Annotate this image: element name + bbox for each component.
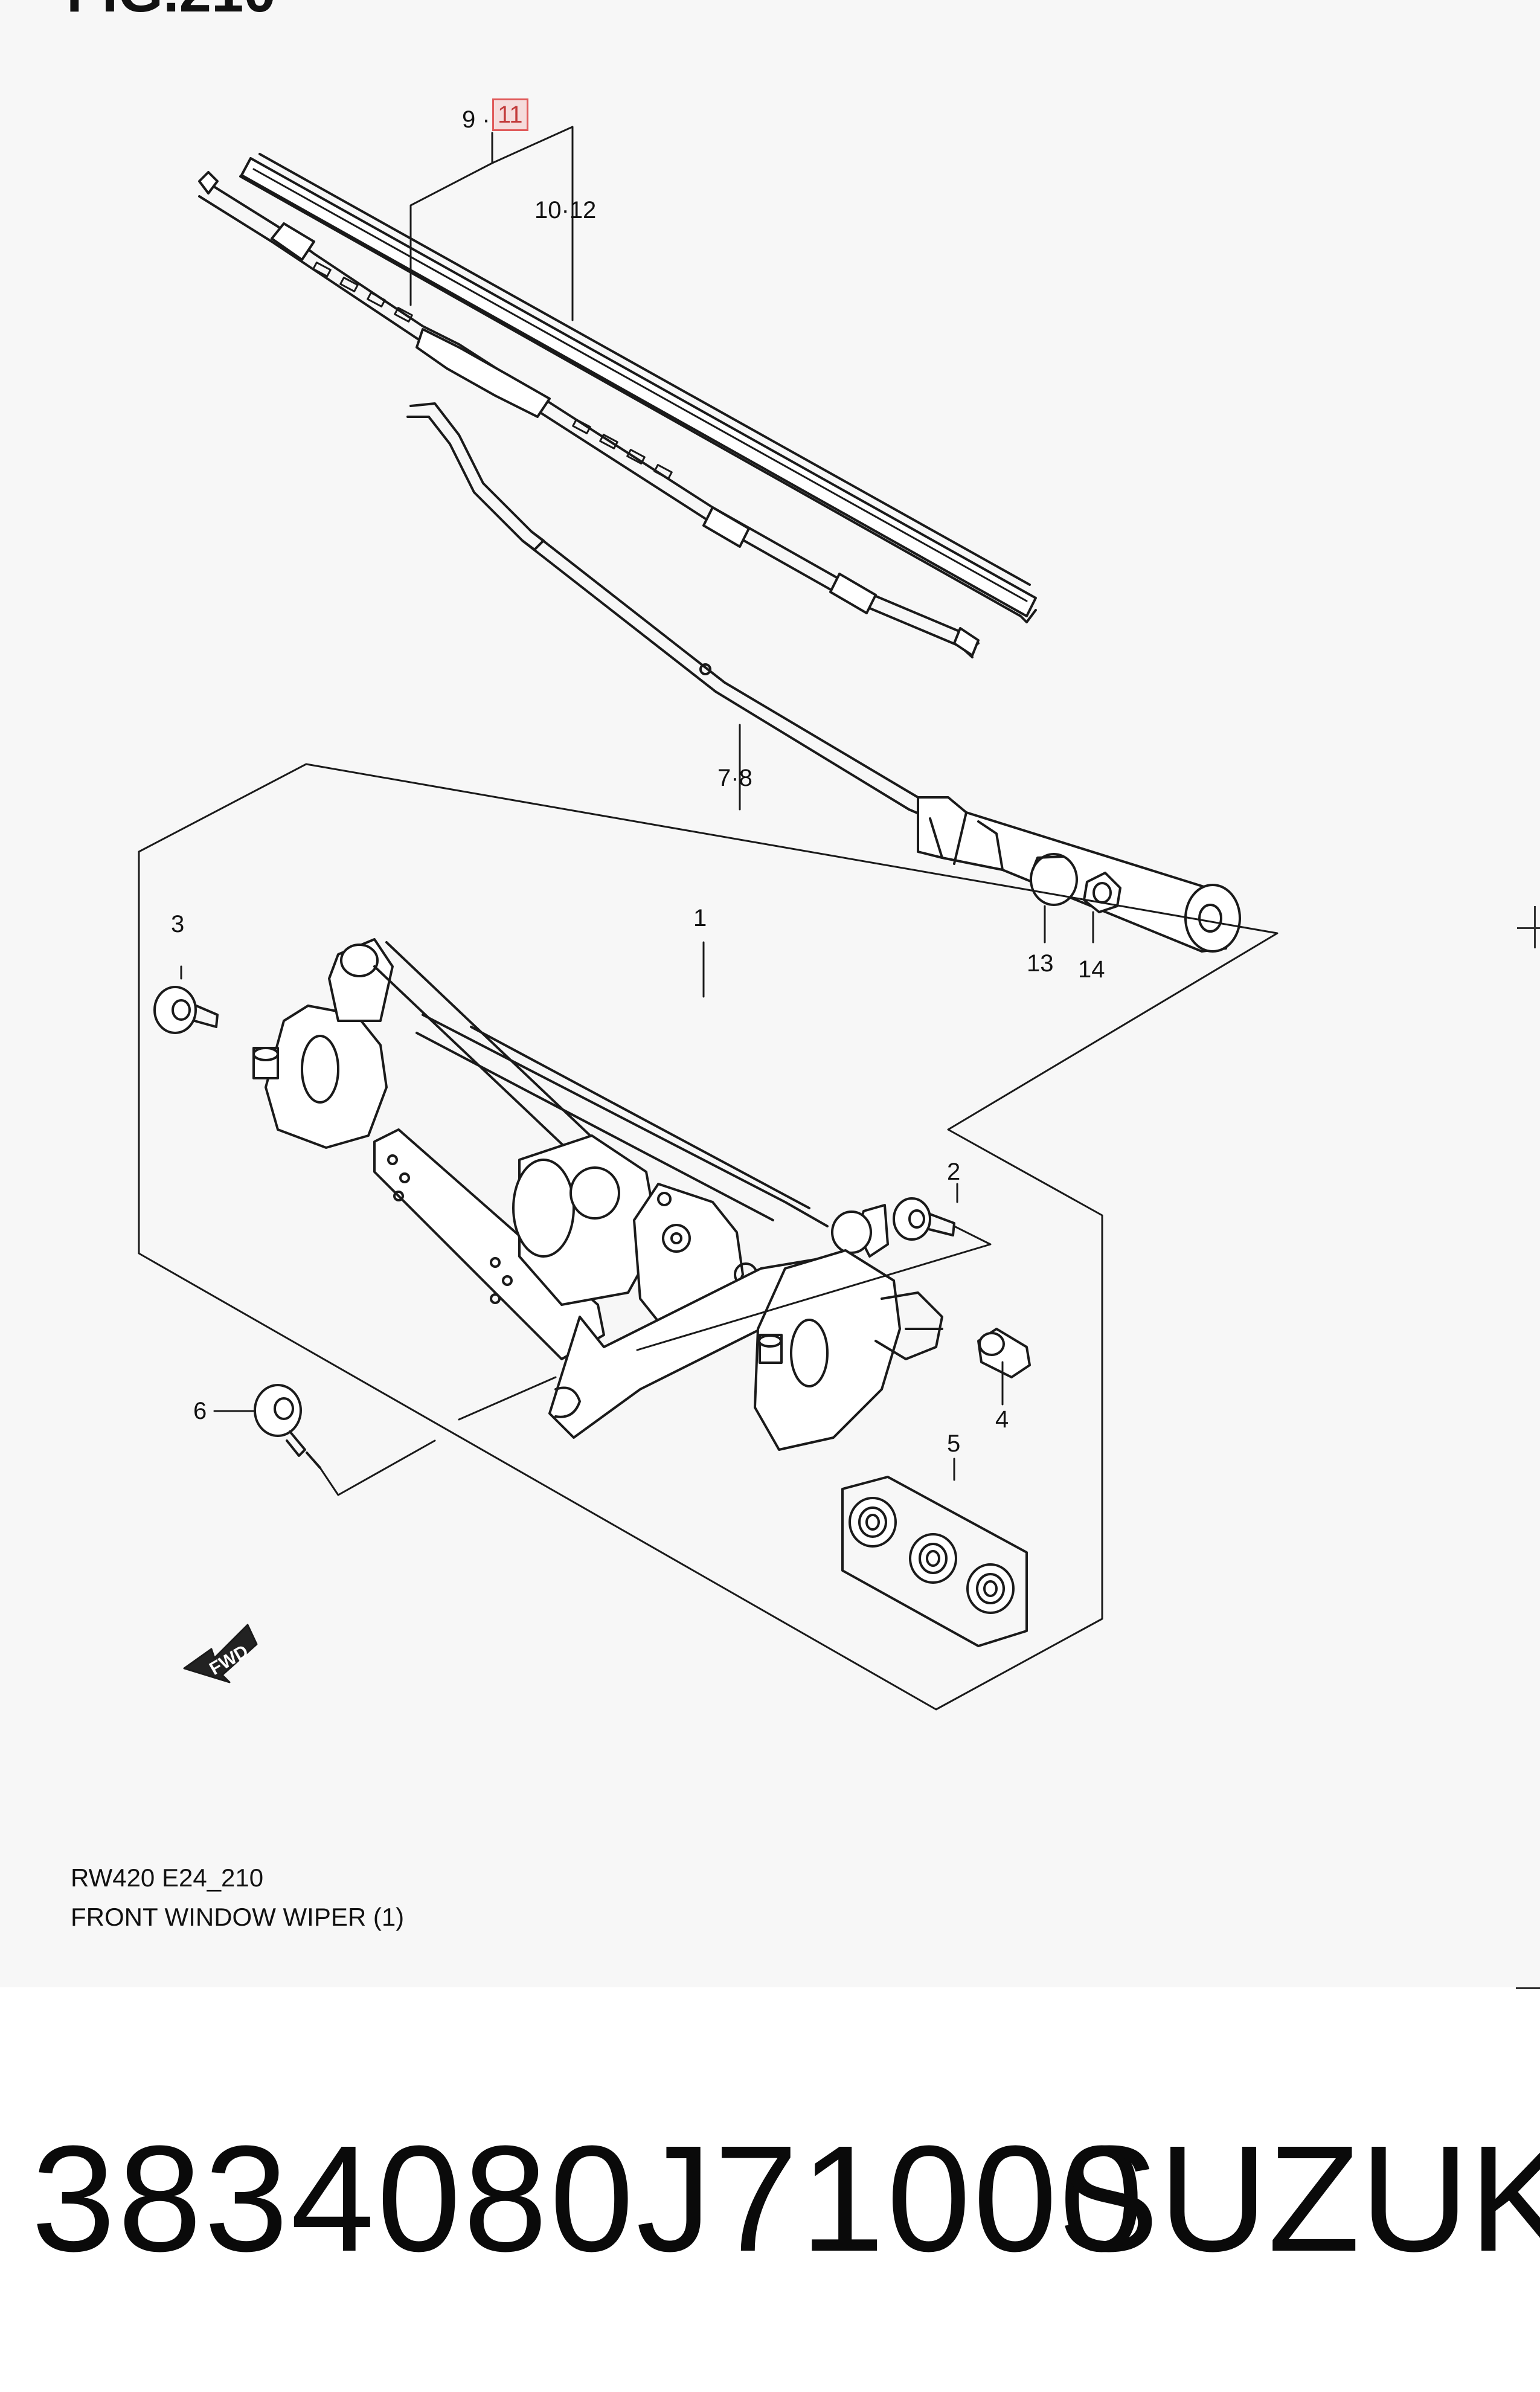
- callout-4: 4: [995, 1406, 1009, 1433]
- figure-title: FIG.210: [66, 0, 276, 25]
- wiper-linkage: [252, 938, 943, 1451]
- callout-1: 1: [693, 905, 707, 931]
- callout-6: 6: [193, 1398, 207, 1424]
- callout-5: 5: [947, 1430, 961, 1457]
- edge-tick-mark: [1517, 927, 1540, 929]
- leader-lines: [180, 126, 1094, 1496]
- bolt-6: [254, 1384, 321, 1469]
- callout-14: 14: [1078, 956, 1105, 983]
- callout-10-12: 10·12: [534, 197, 597, 223]
- figure-code: RW420 E24_210: [71, 1863, 264, 1892]
- callout-9: 9 ·: [462, 106, 490, 133]
- callout-7-8: 7·8: [717, 765, 752, 791]
- callout-2: 2: [947, 1159, 961, 1185]
- linkage-assembly-outline: [138, 763, 1279, 1711]
- part-number: 3834080J71000: [31, 2114, 1146, 2283]
- bushing-4: [977, 1328, 1031, 1378]
- callout-3: 3: [171, 911, 185, 937]
- grommet-set: [841, 1476, 1028, 1647]
- bottom-edge-mark: [1516, 1987, 1540, 1989]
- edge-tick-mark-vertical: [1534, 906, 1536, 948]
- wiper-blade: [198, 153, 1037, 658]
- brand-name: SUZUKI: [1058, 2114, 1540, 2283]
- callout-11-highlight[interactable]: 11: [492, 98, 528, 131]
- figure-description: FRONT WINDOW WIPER (1): [71, 1903, 405, 1931]
- callout-13: 13: [1027, 950, 1054, 977]
- diagram-panel: FWD FIG.210 9 · 11 10·12 7·8 1 3 2 4 5 6…: [66, 0, 1540, 1931]
- bolt-3: [153, 986, 219, 1034]
- product-info-bar: [0, 1987, 1540, 2392]
- bolt-2: [893, 1197, 955, 1241]
- wiper-exploded-view: FWD: [138, 126, 1279, 1711]
- fwd-arrow-icon: [183, 1624, 258, 1683]
